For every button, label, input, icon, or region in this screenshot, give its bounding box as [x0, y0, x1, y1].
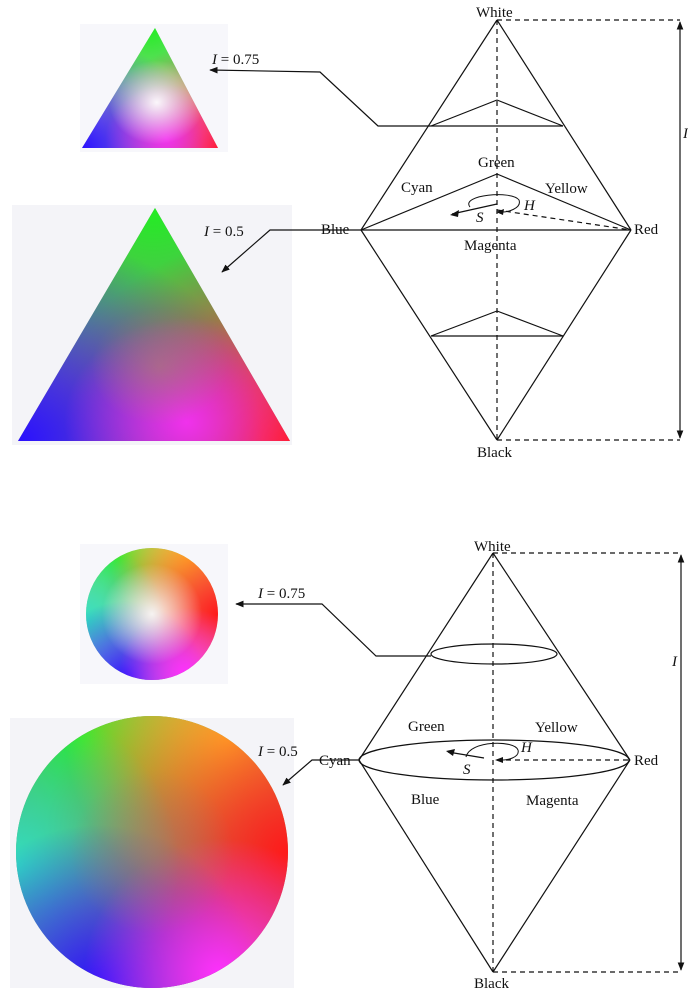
circle-section: White Black Cyan Red Green Yellow Blue M…	[10, 539, 685, 992]
color-triangle-i075	[80, 24, 228, 152]
label-white-top: White	[476, 5, 513, 21]
label-intensity-axis-bottom: I	[671, 654, 678, 670]
label-red-top: Red	[634, 222, 659, 238]
label-i05-bottom: I = 0.5	[257, 744, 298, 760]
color-disc-i075	[80, 544, 228, 684]
color-triangle-i05	[12, 205, 292, 445]
label-black-top: Black	[477, 445, 512, 461]
label-red-bottom: Red	[634, 753, 659, 769]
label-hue-bottom: H	[520, 740, 533, 756]
label-i075-bottom: I = 0.75	[257, 586, 305, 602]
label-black-bottom: Black	[474, 976, 509, 992]
label-intensity-axis-top: I	[682, 126, 688, 142]
leader-i05-top	[221, 229, 361, 273]
label-blue-bottom: Blue	[411, 792, 440, 808]
label-white-bottom: White	[474, 539, 511, 555]
label-i05-top: I = 0.5	[203, 224, 244, 240]
label-cyan-top: Cyan	[401, 180, 433, 196]
label-cyan-bottom: Cyan	[319, 753, 351, 769]
label-magenta-top: Magenta	[464, 238, 517, 254]
double-pyramid	[360, 19, 684, 441]
label-saturation-bottom: S	[463, 762, 471, 778]
label-i075-top: I = 0.75	[211, 52, 259, 68]
color-disc-i05	[10, 716, 294, 988]
label-magenta-bottom: Magenta	[526, 793, 579, 809]
label-yellow-top: Yellow	[545, 181, 588, 197]
label-saturation-top: S	[476, 210, 484, 226]
triangle-section: White Black Blue Red Green Cyan Yellow M…	[12, 5, 688, 461]
label-blue-top: Blue	[321, 222, 350, 238]
leader-i075-bottom	[235, 600, 431, 657]
leader-i05-bottom	[282, 759, 359, 786]
label-yellow-bottom: Yellow	[535, 720, 578, 736]
leader-i075-top	[209, 66, 431, 127]
label-hue-top: H	[523, 198, 536, 214]
label-green-top: Green	[478, 155, 515, 171]
label-green-bottom: Green	[408, 719, 445, 735]
double-cone	[358, 552, 685, 973]
